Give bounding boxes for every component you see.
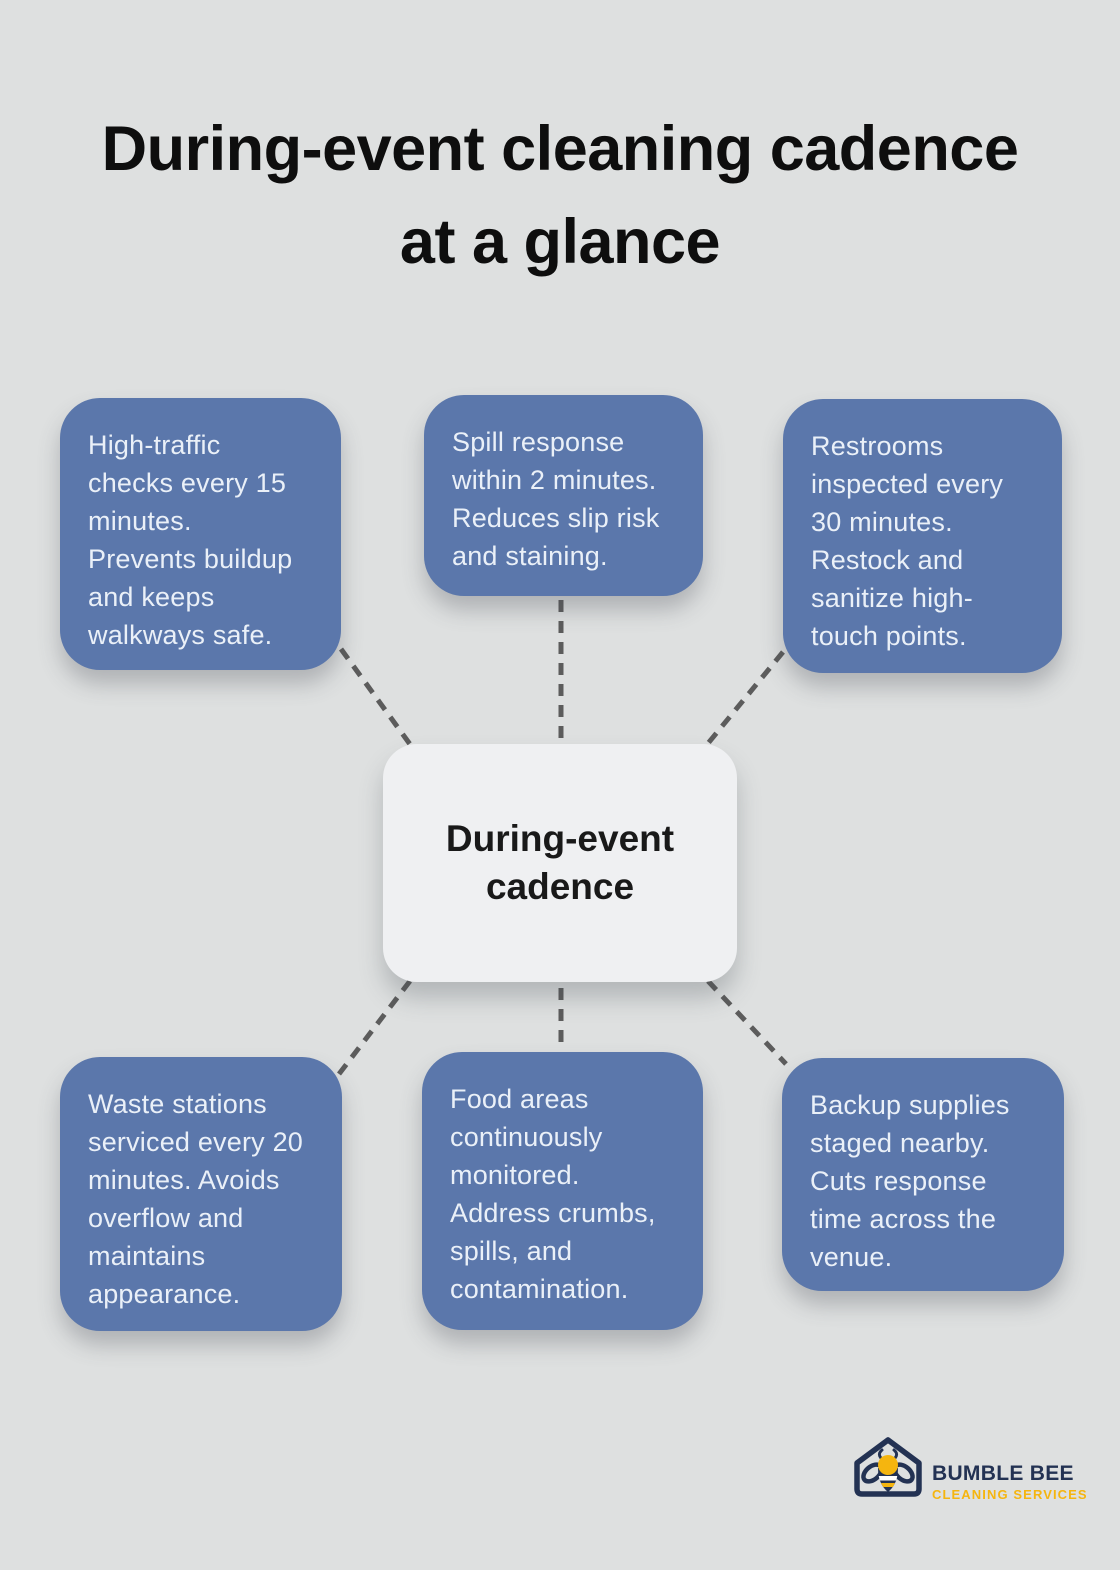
page-title: During-event cleaning cadence at a glanc…	[101, 114, 1019, 277]
node-spill-response: Spill response within 2 minutes. Reduces…	[424, 395, 703, 596]
node-restrooms-inspected: Restrooms inspected every 30 minutes. Re…	[783, 399, 1062, 673]
node-backup-supplies: Backup supplies staged nearby. Cuts resp…	[782, 1058, 1064, 1291]
node-food-areas: Food areas continuously monitored. Addre…	[422, 1052, 703, 1330]
brand-name: BUMBLE BEE	[932, 1462, 1074, 1485]
center-node: During-event cadence	[383, 744, 737, 982]
bumble-bee-house-icon	[854, 1437, 922, 1497]
node-high-traffic-checks: High-traffic checks every 15 minutes. Pr…	[60, 398, 341, 670]
connector-bottom-right	[706, 979, 788, 1066]
node-waste-stations: Waste stations serviced every 20 minutes…	[60, 1057, 342, 1331]
connector-top-right	[703, 650, 785, 749]
brand-tagline: CLEANING SERVICES	[932, 1487, 1088, 1502]
brand-text: BUMBLE BEE CLEANING SERVICES	[932, 1434, 1088, 1503]
connector-top-left	[338, 647, 415, 749]
connector-bottom-left	[337, 979, 412, 1076]
brand-logo: BUMBLE BEE CLEANING SERVICES	[851, 1434, 1088, 1502]
